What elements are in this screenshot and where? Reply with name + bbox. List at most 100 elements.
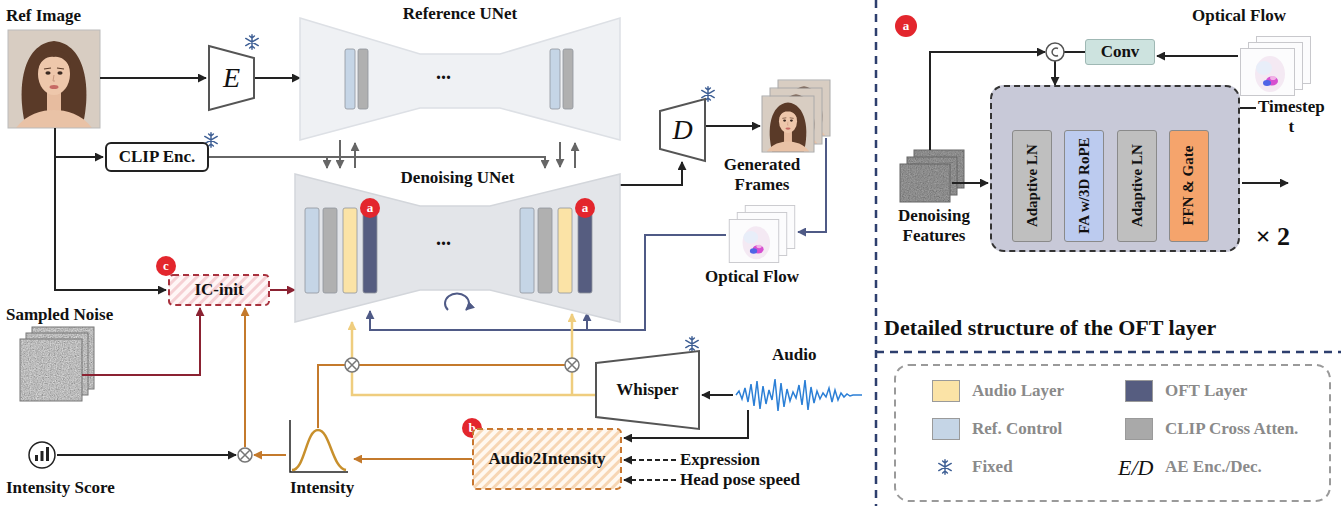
concat-symbol	[1052, 48, 1058, 56]
text-label: Intensity Score	[6, 478, 115, 498]
text-label: Audio	[772, 345, 816, 365]
flow-wire	[798, 138, 826, 232]
generated-frames	[762, 80, 830, 152]
text-label: Ref Image	[6, 6, 81, 26]
denoising-unet-outline	[520, 208, 534, 293]
node-label: FA w/3D RoPE	[1075, 138, 1092, 234]
generated-frames	[762, 96, 814, 152]
node-label: a	[367, 201, 374, 216]
multiply-symbol	[240, 450, 250, 460]
sampled-noise	[20, 327, 94, 401]
callout-circle: a	[895, 15, 917, 37]
reference-wires	[55, 156, 103, 158]
legend-label: CLIP Cross Atten.	[1165, 418, 1298, 440]
unet-links	[354, 143, 356, 168]
intensity-score-icon	[35, 455, 38, 461]
multiply-symbol	[345, 358, 359, 372]
connector	[255, 77, 300, 79]
frozen-snowflake	[686, 337, 698, 351]
legend-label: Ref. Control	[972, 418, 1062, 440]
denoising-unet-outline	[305, 208, 319, 293]
audio-feature-wire	[571, 314, 574, 395]
sampled-noise	[20, 339, 82, 401]
legend-label: AE Enc./Dec.	[1165, 456, 1262, 478]
legend-swatch	[1125, 418, 1153, 440]
node-label: Denoising UNet	[401, 168, 515, 188]
connector	[270, 289, 295, 291]
denoising-unet-outline	[578, 208, 592, 293]
audio-wires	[702, 394, 733, 396]
multiply-symbol	[238, 448, 252, 462]
intensity-wires	[254, 454, 286, 456]
reference-image	[8, 30, 100, 128]
decoder: D	[659, 98, 706, 162]
ic-init-module: IC-init	[168, 274, 270, 306]
reference-unet-outline	[345, 49, 355, 109]
intensity-wires	[354, 458, 472, 460]
reference-unet: Reference UNet	[300, 4, 620, 140]
intensity-curve	[292, 430, 346, 470]
intensity-curve	[290, 420, 348, 472]
legend-label: OFT Layer	[1165, 380, 1247, 402]
audio-wires	[624, 479, 676, 481]
legend-swatch	[1125, 380, 1153, 402]
frozen-snowflake	[246, 35, 258, 49]
reference-unet-outline	[300, 4, 620, 140]
reference-unet-outline	[300, 18, 620, 140]
node-label: Audio2Intensity	[488, 449, 605, 469]
legend-swatch	[932, 380, 960, 402]
node-label: Whisper	[616, 380, 678, 400]
callout-circle: c	[156, 256, 176, 276]
audio-wires	[624, 459, 676, 461]
oft-wires	[1242, 182, 1288, 184]
text-label: ...	[436, 60, 451, 84]
connector	[209, 157, 327, 168]
decoder-output-wire	[705, 125, 760, 127]
text-label: Expression	[680, 450, 760, 470]
unet-links	[327, 142, 575, 168]
denoising-features	[900, 164, 950, 202]
denoising-unet-outline	[558, 208, 572, 293]
denoising-unet-outline	[323, 208, 337, 293]
attention-block: FA w/3D RoPE	[1064, 130, 1104, 242]
optical-flow-frames	[729, 205, 795, 262]
intensity-score-icon	[29, 442, 55, 468]
node-label: a	[903, 19, 910, 34]
callout-circle: a	[575, 198, 595, 218]
node-label: FFN & Gate	[1180, 146, 1197, 226]
flow-feedback-wire	[586, 313, 588, 330]
legend-label: Fixed	[972, 456, 1013, 478]
unet-links	[559, 142, 561, 167]
reference-unet-outline	[563, 49, 573, 109]
legend-label: Audio Layer	[972, 380, 1064, 402]
text-label: Detailed structure of the OFT layer	[884, 315, 1216, 341]
text-label: Intensity	[290, 478, 354, 498]
node-label: Reference UNet	[403, 4, 517, 24]
connector	[339, 140, 341, 168]
adaptive-ln-block: Adaptive LN	[1012, 130, 1052, 242]
denoising-unet-outline	[363, 208, 377, 293]
audio2intensity-module-outline	[473, 429, 621, 489]
denoising-unet-outline	[295, 174, 620, 322]
text-label: Denoising Features	[884, 206, 984, 246]
multiply-symbol	[565, 358, 579, 372]
encoder: E	[208, 45, 255, 111]
intensity-wires	[318, 365, 572, 428]
unet-links	[327, 157, 545, 168]
sampled-noise	[20, 339, 82, 401]
node-label: × 2	[1256, 222, 1290, 252]
connector	[352, 322, 595, 395]
panel-divider	[876, 0, 1341, 506]
denoising-features	[900, 150, 964, 202]
optical-flow-frames	[1241, 49, 1295, 96]
text-label: Sampled Noise	[6, 305, 113, 325]
multiply-symbol	[347, 360, 357, 370]
flow-feedback-wire	[445, 293, 469, 310]
reference-wires	[100, 77, 206, 79]
text-label: Timestep t	[1258, 97, 1325, 137]
frozen-snowflake	[939, 460, 951, 474]
callout-circle: a	[360, 198, 380, 218]
optical-flow-frames	[1241, 37, 1311, 96]
